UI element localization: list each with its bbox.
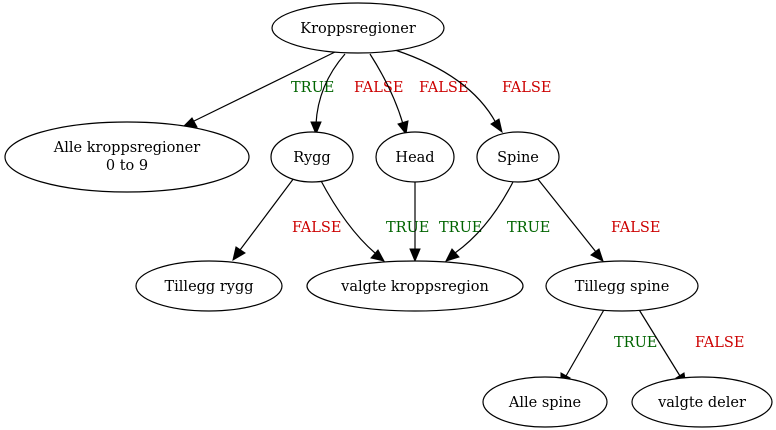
edge-label-true: TRUE [507,220,550,236]
edge-rygg-to-tillegg-rygg: FALSE [232,177,341,262]
node-valgte-deler: valgte deler [631,376,773,428]
edge-label-true: TRUE [386,220,429,236]
edge-root-to-spine: FALSE [394,49,551,134]
edge-spine-to-valgte: TRUE [445,177,550,262]
node-label: Tillegg rygg [164,279,253,295]
edge-label-false: FALSE [419,80,468,96]
node-label: Head [395,150,434,166]
edge-head-to-valgte: TRUE [409,178,482,263]
node-label: Rygg [293,150,330,166]
node-tillegg-spine: Tillegg spine [545,260,699,312]
node-label: Kroppsregioner [300,21,416,37]
node-tillegg-rygg: Tillegg rygg [135,260,283,312]
node-rygg: Rygg [270,131,354,183]
node-alle-kroppsregioner: Alle kroppsregioner 0 to 9 [4,121,250,193]
edge-root-to-alle: TRUE [180,51,336,129]
edge-spine-to-tillegg-spine: FALSE [536,177,660,262]
node-label: Spine [497,150,539,166]
edge-label-false: FALSE [354,80,403,96]
node-label: Tillegg spine [575,279,670,295]
edge-label-true: TRUE [614,335,657,351]
node-label: valgte deler [657,395,746,411]
node-valgte-kroppsregion: valgte kroppsregion [306,260,524,312]
edge-label-false: FALSE [502,80,551,96]
node-label-line2: 0 to 9 [106,158,148,174]
node-label: Alle spine [508,395,581,411]
node-label: valgte kroppsregion [340,279,489,295]
edge-label-false: FALSE [695,335,744,351]
edge-rygg-to-valgte: TRUE [319,178,429,262]
edge-label-false: FALSE [292,220,341,236]
node-kroppsregioner: Kroppsregioner [271,2,445,54]
edge-label-true: TRUE [439,220,482,236]
node-head: Head [375,131,455,183]
node-spine: Spine [476,131,560,183]
node-alle-spine: Alle spine [482,376,608,428]
edge-label-true: TRUE [291,80,334,96]
node-label-line1: Alle kroppsregioner [53,140,200,156]
edge-root-to-head: FALSE [369,53,468,136]
edge-tillegg-spine-to-alle-spine: TRUE [560,307,657,388]
edge-label-false: FALSE [611,220,660,236]
